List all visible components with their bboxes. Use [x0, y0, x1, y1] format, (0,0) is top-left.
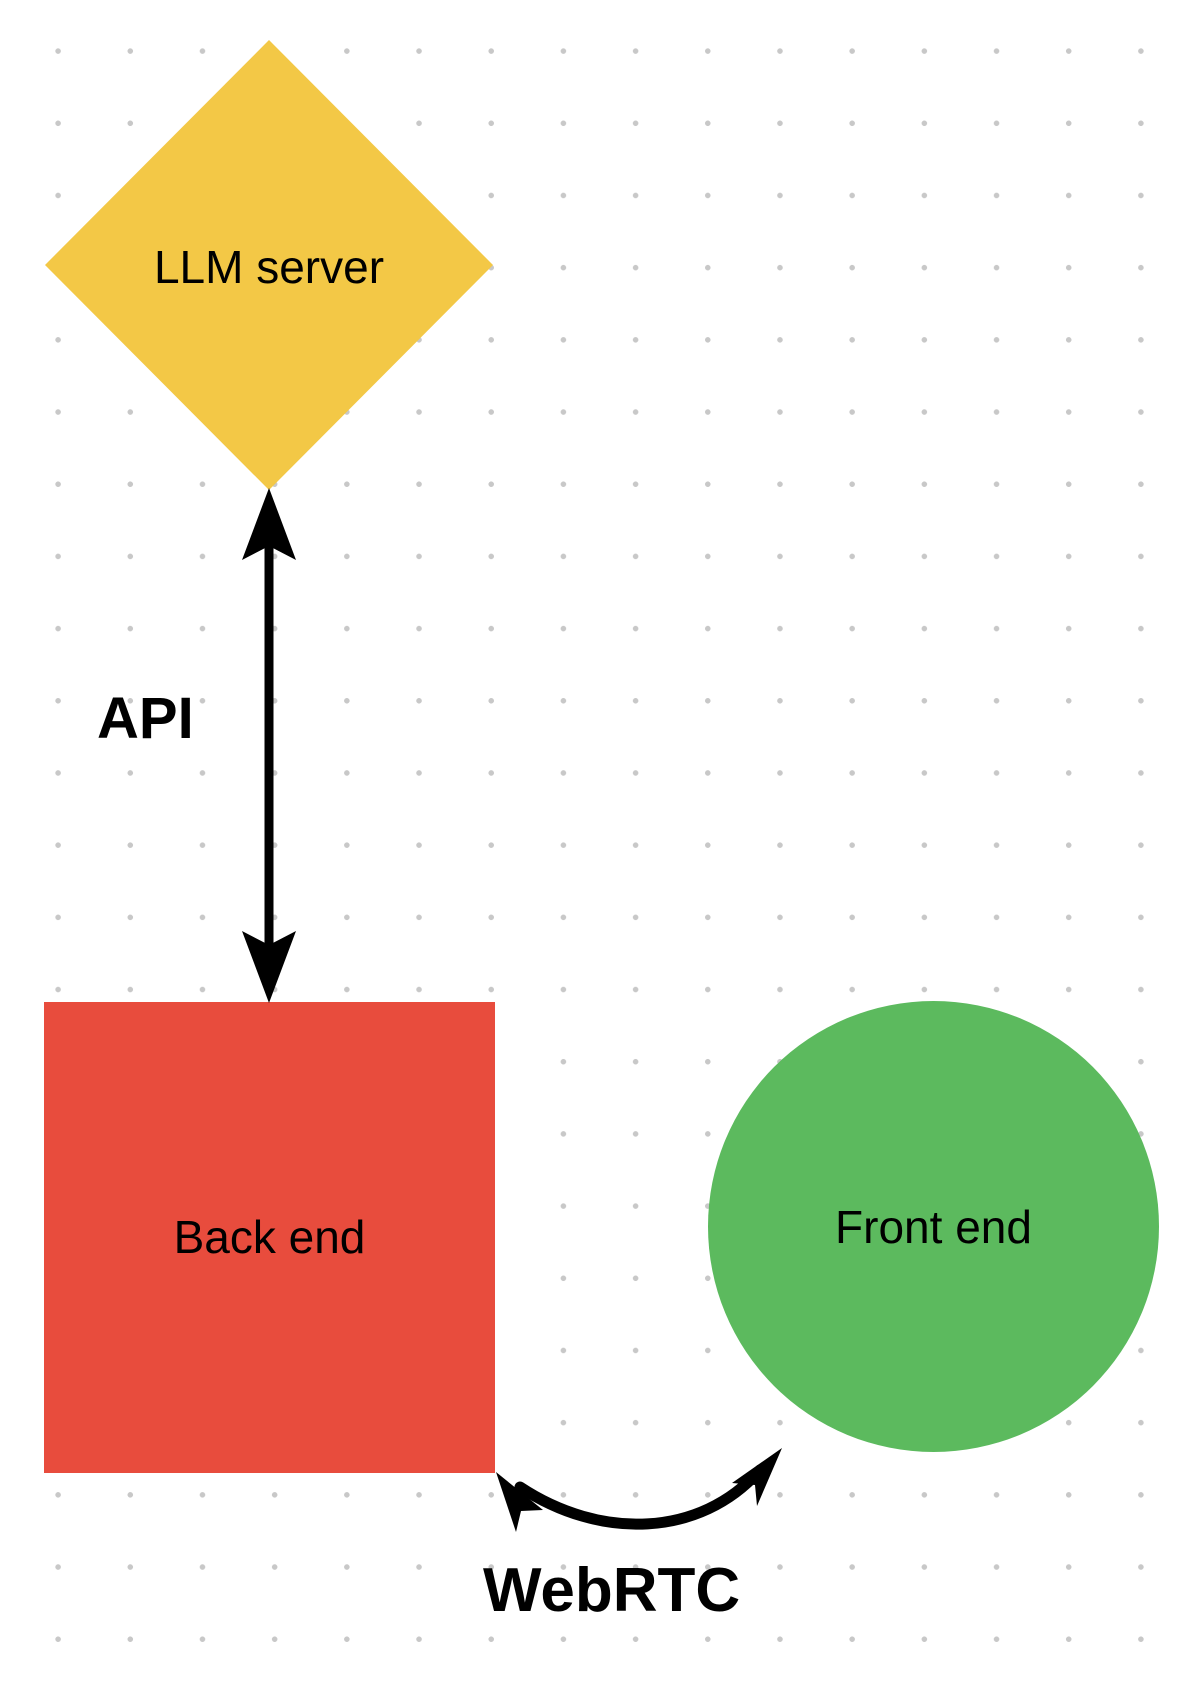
edge-api[interactable] — [242, 488, 296, 1003]
edge-webrtc-arrowhead-left — [496, 1472, 543, 1532]
edge-webrtc-label: WebRTC — [483, 1556, 741, 1625]
node-front-end[interactable]: Front end — [708, 1001, 1159, 1452]
diamond-shape — [45, 40, 493, 490]
edge-webrtc-curve — [514, 1464, 766, 1530]
node-llm-server[interactable]: LLM server — [45, 40, 493, 490]
node-back-end-label: Back end — [173, 1211, 366, 1263]
edge-api-label: API — [97, 686, 194, 751]
edge-api-arrowhead-top — [242, 488, 296, 560]
node-front-end-label: Front end — [835, 1201, 1032, 1253]
node-back-end[interactable]: Back end — [44, 1002, 495, 1473]
edge-webrtc-arrowhead-right — [732, 1448, 782, 1506]
edge-api-arrowhead-bottom — [242, 931, 296, 1003]
edge-webrtc[interactable] — [496, 1448, 782, 1532]
